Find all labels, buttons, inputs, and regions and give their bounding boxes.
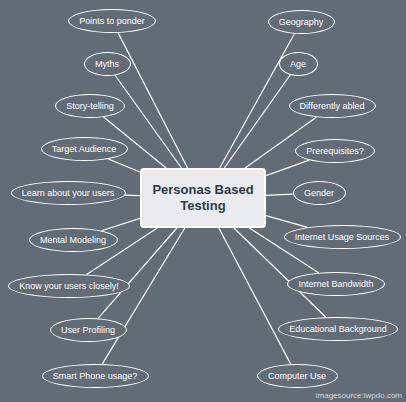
topic-label: Prerequisites? xyxy=(306,146,364,156)
topic-label: Differently abled xyxy=(300,101,365,111)
topic-ellipse: Internet Bandwidth xyxy=(287,272,385,296)
topic-label: Gender xyxy=(304,188,334,198)
branch-line xyxy=(220,34,295,168)
topic-ellipse: Gender xyxy=(293,181,346,205)
topic-ellipse: Geography xyxy=(268,10,335,34)
topic-label: Story-telling xyxy=(66,101,114,111)
branch-line xyxy=(118,33,187,168)
branch-stroke xyxy=(219,228,291,364)
topic-ellipse: Educational Background xyxy=(278,317,398,341)
topic-ellipse: User Profiling xyxy=(50,318,127,342)
topic-ellipse: Mental Modeling xyxy=(29,228,118,252)
topic-label: Smart Phone usage? xyxy=(53,371,138,381)
branch-line xyxy=(266,160,309,175)
topic-ellipse: Computer Use xyxy=(257,364,338,388)
branch-stroke xyxy=(102,228,185,364)
topic-ellipse: Story-telling xyxy=(55,94,125,118)
topic-label: Age xyxy=(290,59,306,69)
branch-stroke xyxy=(266,160,309,175)
branch-stroke xyxy=(220,34,295,168)
topic-ellipse: Points to ponder xyxy=(68,9,156,33)
topic-label: User Profiling xyxy=(61,325,115,335)
topic-label: Target Audience xyxy=(52,144,117,154)
branch-line xyxy=(266,216,307,228)
central-title: Personas Based Testing xyxy=(150,182,256,215)
branch-stroke xyxy=(125,194,140,196)
branch-line xyxy=(219,228,291,364)
topic-label: Geography xyxy=(279,17,324,27)
topic-ellipse: Target Audience xyxy=(41,137,128,161)
branch-line xyxy=(125,195,140,197)
topic-label: Myths xyxy=(95,59,119,69)
topic-label: Mental Modeling xyxy=(40,235,106,245)
topic-ellipse: Differently abled xyxy=(289,94,376,118)
topic-ellipse: Age xyxy=(279,52,318,76)
branch-line xyxy=(108,159,140,172)
topic-ellipse: Prerequisites? xyxy=(295,139,375,163)
branch-stroke xyxy=(266,216,307,228)
branch-line xyxy=(266,194,293,195)
branch-stroke xyxy=(224,75,290,168)
topic-label: Know your users closely! xyxy=(19,281,119,291)
branch-stroke xyxy=(266,194,293,195)
topic-label: Internet Bandwidth xyxy=(298,279,373,289)
topic-ellipse: Smart Phone usage? xyxy=(42,364,149,388)
topic-label: Internet Usage Sources xyxy=(295,232,390,242)
topic-label: Points to ponder xyxy=(79,16,145,26)
topic-ellipse: Learn about your users xyxy=(11,181,126,205)
branch-stroke xyxy=(118,33,187,168)
topic-label: Educational Background xyxy=(289,324,387,334)
branch-stroke xyxy=(108,159,140,172)
branch-stroke xyxy=(102,218,140,230)
topic-ellipse: Internet Usage Sources xyxy=(284,225,401,249)
branch-line xyxy=(102,218,140,230)
topic-label: Computer Use xyxy=(268,371,326,381)
topic-ellipse: Know your users closely! xyxy=(8,274,130,298)
image-source-note: imagesource:lwpdo.com xyxy=(316,391,402,400)
branch-line xyxy=(224,75,290,168)
topic-label: Learn about your users xyxy=(22,188,115,198)
topic-ellipse: Myths xyxy=(84,52,131,76)
branch-line xyxy=(102,228,185,364)
central-topic-box: Personas Based Testing xyxy=(140,168,266,228)
